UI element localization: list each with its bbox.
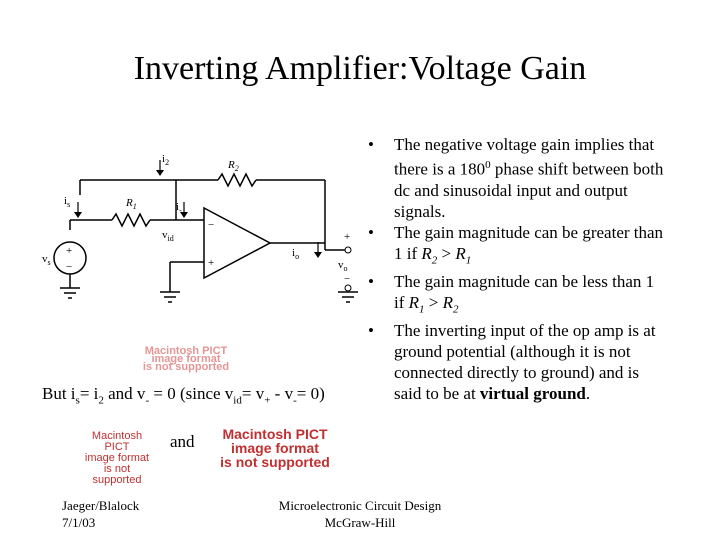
label-vid: vid [162, 229, 174, 243]
bullet-dot: • [368, 272, 374, 292]
label-vo-plus: + [344, 231, 350, 243]
ground-terminal [344, 284, 352, 292]
slide-title: Inverting Amplifier:Voltage Gain [133, 50, 587, 87]
r2-resistor [217, 172, 257, 188]
bullet-dot: • [368, 321, 374, 341]
label-r2: R2 [227, 159, 239, 173]
ground-symbol-plus [160, 291, 180, 303]
ground-symbol-source [60, 287, 80, 299]
footer-authors: Jaeger/Blalock 7/1/03 [62, 498, 140, 530]
inverting-amplifier-schematic: − + + − i2 R2 is R1 i- vid io vs + vo − [42, 153, 358, 303]
but-equation-line: But is= i2 and v- = 0 (since vid= v+ - v… [42, 384, 325, 407]
output-terminal [344, 246, 352, 254]
r1-resistor [111, 212, 151, 228]
label-r1: R1 [125, 197, 137, 211]
op-amp-triangle [203, 206, 272, 280]
ground-symbol-output [338, 291, 358, 303]
label-vo-minus: − [344, 273, 350, 285]
bullet-dot: • [368, 222, 374, 242]
source-plus: + [66, 245, 72, 257]
bullet-virtual-ground: • The inverting input of the op amp is a… [368, 321, 656, 404]
bullet-gain-less: • The gain magnitude can be less than 1 … [368, 272, 655, 316]
label-vs: vs [42, 253, 51, 267]
bullet-list: • The negative voltage gain implies that… [368, 134, 668, 404]
plus-sign: + [208, 257, 214, 269]
label-i2: i2 [162, 153, 169, 167]
virtual-ground-term: virtual ground [479, 384, 586, 404]
label-is: is [64, 195, 70, 209]
and-text: and [170, 432, 195, 451]
bullet-phase-shift: • The negative voltage gain implies that… [368, 135, 664, 221]
footer-book: Microelectronic Circuit Design McGraw-Hi… [278, 498, 442, 530]
minus-sign: − [208, 219, 214, 231]
source-minus: − [66, 261, 72, 273]
bullet-gain-greater: • The gain magnitude can be greater than… [368, 222, 664, 267]
label-io: io [292, 247, 299, 261]
bullet-dot: • [368, 135, 374, 154]
label-vo: vo [338, 259, 348, 273]
label-iminus: i- [176, 201, 182, 215]
